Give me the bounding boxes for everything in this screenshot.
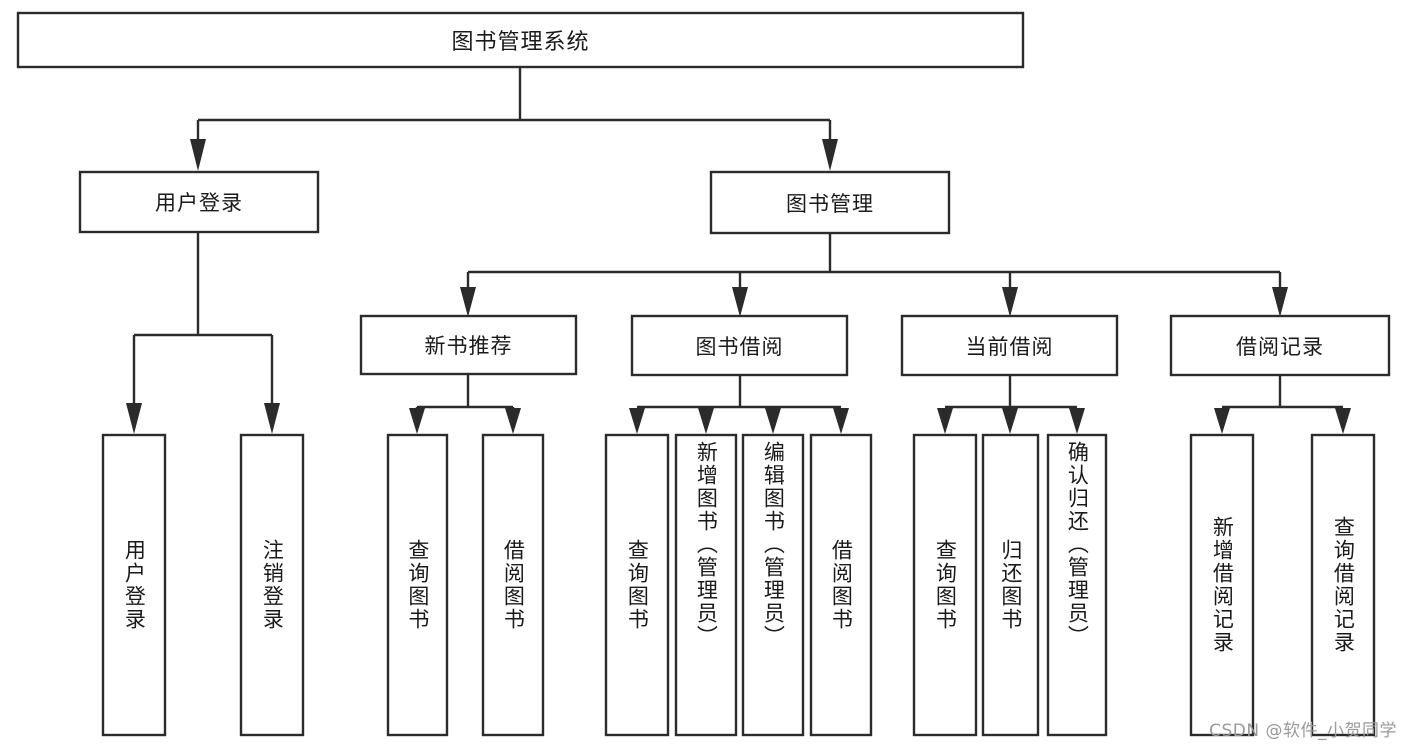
node-box-root[interactable] [16, 11, 1025, 69]
arrow-leaf-borrow-book-1-icon [505, 408, 521, 434]
connector-current-borrow-to-leaves [937, 375, 1085, 434]
arrow-leaf-query-record-icon [1335, 408, 1351, 434]
connector-book-borrow-to-leaves [629, 375, 849, 434]
csdn-watermark: CSDN @软件_小贺同学 [1209, 721, 1397, 741]
node-box-user-login[interactable] [78, 170, 320, 234]
arrow-leaf-query-book-1-icon [409, 408, 425, 434]
arrow-leaf-borrow-book-2-icon [833, 408, 849, 434]
connector-user-login-to-leaves [126, 232, 280, 434]
arrow-to-book-management-icon [822, 139, 838, 171]
arrow-to-new-book-recommend-icon [460, 287, 476, 317]
node-box-leaf-add-record[interactable] [1189, 433, 1255, 737]
node-box-book-borrow[interactable] [630, 314, 849, 377]
arrow-to-current-borrow-icon [1002, 287, 1018, 317]
node-box-leaf-logout[interactable] [239, 433, 305, 737]
node-box-leaf-edit-book[interactable] [741, 433, 805, 737]
node-box-leaf-query-book-3[interactable] [912, 433, 978, 737]
node-box-leaf-add-book[interactable] [674, 433, 738, 737]
node-box-leaf-return-book[interactable] [981, 433, 1040, 737]
arrow-leaf-logout-icon [264, 403, 280, 434]
node-box-leaf-query-record[interactable] [1310, 433, 1376, 737]
arrow-to-user-login-icon [190, 139, 206, 171]
node-box-borrow-record[interactable] [1169, 314, 1391, 377]
node-box-leaf-borrow-book-2[interactable] [809, 433, 873, 737]
node-box-leaf-query-book-1[interactable] [386, 433, 449, 737]
arrow-leaf-user-login-icon [126, 403, 142, 434]
connector-borrow-record-to-leaves [1214, 375, 1351, 434]
connector-book-management-to-level3 [460, 233, 1288, 317]
arrow-to-book-borrow-icon [732, 287, 748, 317]
connector-new-book-recommend-to-leaves [409, 374, 521, 434]
arrow-leaf-confirm-return-icon [1069, 408, 1085, 434]
arrow-leaf-query-book-2-icon [629, 408, 645, 434]
node-box-leaf-user-login[interactable] [101, 433, 167, 737]
arrow-leaf-query-book-3-icon [937, 408, 953, 434]
arrow-leaf-add-book-icon [698, 408, 714, 434]
arrow-leaf-return-book-icon [1002, 408, 1018, 434]
arrow-leaf-add-record-icon [1214, 408, 1230, 434]
node-box-leaf-confirm-return[interactable] [1046, 433, 1108, 737]
connector-root-to-level2 [190, 67, 838, 171]
node-box-current-borrow[interactable] [900, 314, 1119, 377]
node-box-book-management[interactable] [709, 170, 951, 235]
node-box-leaf-query-book-2[interactable] [604, 433, 670, 737]
arrow-to-borrow-record-icon [1272, 287, 1288, 317]
node-box-new-book-recommend[interactable] [359, 314, 578, 376]
node-box-leaf-borrow-book-1[interactable] [481, 433, 545, 737]
arrow-leaf-edit-book-icon [765, 408, 781, 434]
